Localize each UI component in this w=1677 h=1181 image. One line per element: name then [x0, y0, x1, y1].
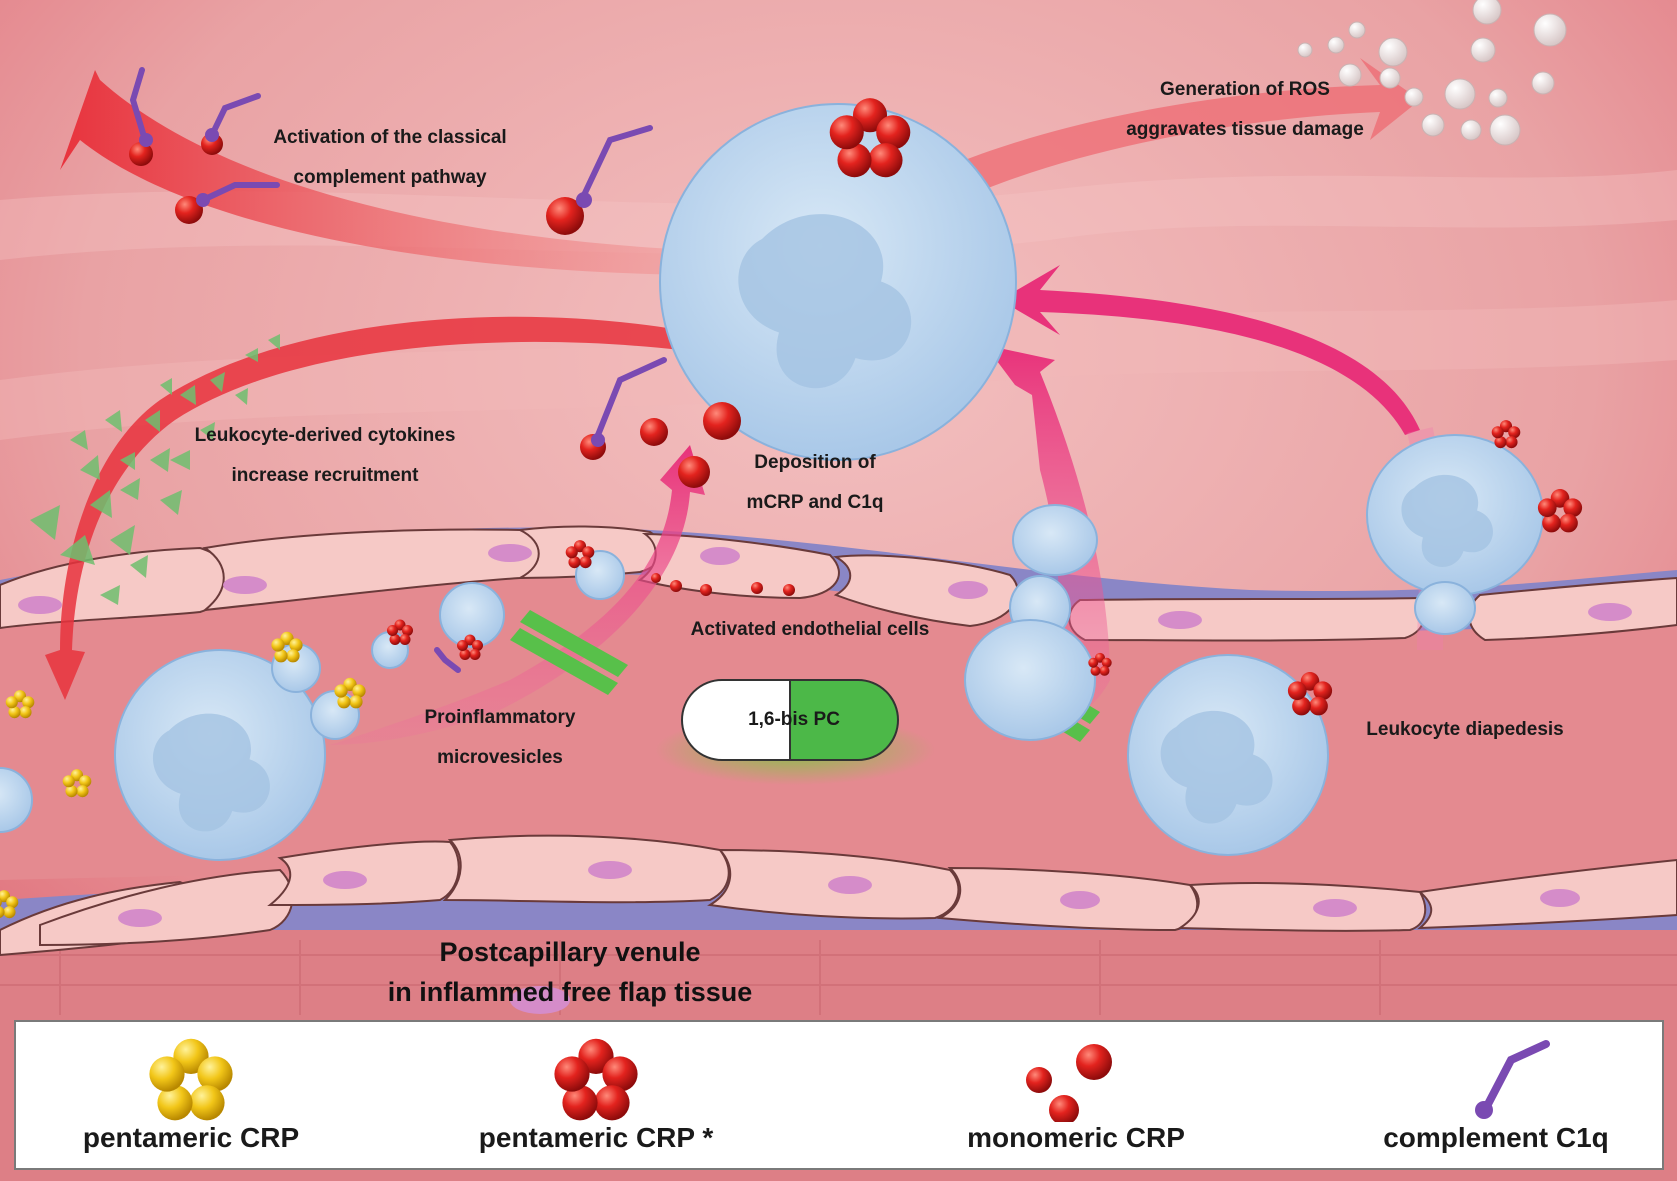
- legend-item-monomeric-crp: monomeric CRP: [926, 1022, 1226, 1168]
- legend-label: monomeric CRP: [967, 1122, 1185, 1153]
- microvesicles-label: Proinflammatory microvesicles: [424, 707, 576, 768]
- legend-item-pentameric-crp: pentameric CRP: [41, 1022, 341, 1168]
- legend-item-complement-c1q: complement C1q: [1346, 1022, 1646, 1168]
- legend-label: complement C1q: [1383, 1122, 1609, 1153]
- diagram-title: Postcapillary venule in inflammed free f…: [387, 937, 753, 1007]
- central-leukocyte: [659, 103, 1017, 461]
- c1q-icon: [1475, 1040, 1550, 1119]
- complement-pathway-label: Activation of the classical complement p…: [273, 127, 507, 188]
- legend: pentameric CRP pentameric CRP * monomeri…: [14, 1020, 1664, 1170]
- deposition-label: Deposition of mCRP and C1q: [746, 452, 884, 513]
- yellow-pentamer-icon: [149, 1038, 233, 1121]
- drug-label: 1,6-bis PC: [748, 709, 840, 730]
- cytokines-label: Leukocyte-derived cytokines increase rec…: [194, 425, 456, 486]
- legend-label: pentameric CRP: [82, 1122, 300, 1153]
- legend-label: pentameric CRP *: [478, 1122, 714, 1153]
- ros-label: Generation of ROS aggravates tissue dama…: [1126, 79, 1364, 140]
- red-pentamer-icon: [554, 1038, 638, 1121]
- monomer-icon: [1026, 1044, 1112, 1122]
- legend-item-pentameric-crp-star: pentameric CRP *: [436, 1022, 756, 1168]
- activated-endothelial-label: Activated endothelial cells: [690, 619, 930, 640]
- diapedesis-label: Leukocyte diapedesis: [1366, 719, 1564, 740]
